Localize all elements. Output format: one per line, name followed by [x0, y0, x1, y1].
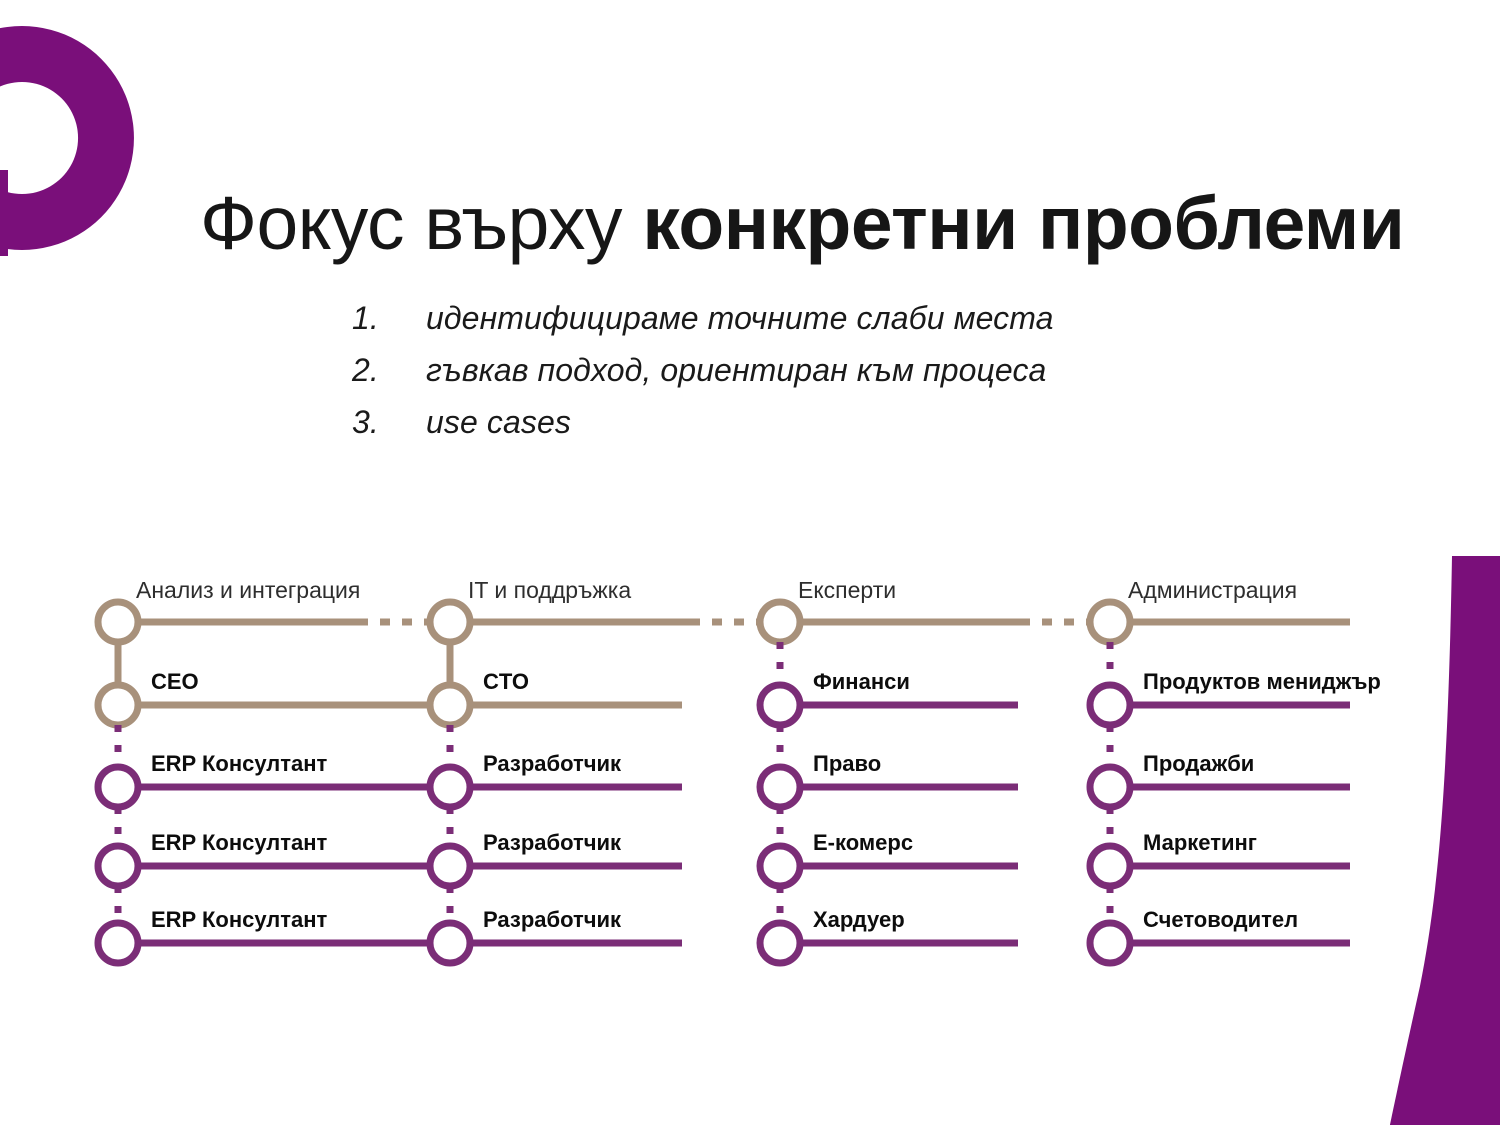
diagram-column-header: Анализ и интеграция — [136, 577, 361, 603]
diagram-node-label: CEO — [151, 669, 199, 694]
diagram-node-label: Продуктов мениджър — [1143, 669, 1381, 694]
diagram-node-label: ERP Консултант — [151, 907, 328, 932]
diagram-node-label: Разработчик — [483, 830, 622, 855]
diagram-node-label: CTO — [483, 669, 530, 694]
list-item: 3. use cases — [352, 404, 1252, 441]
diagram-node-label: Право — [813, 751, 882, 776]
diagram-node-label: Счетоводител — [1143, 907, 1299, 932]
list-item-text: гъвкав подход, ориентиран към процеса — [426, 352, 1047, 388]
diagram-node-label: Продажби — [1143, 751, 1255, 776]
diagram-column-header: IT и поддръжка — [468, 577, 632, 603]
diagram-node-label: ERP Консултант — [151, 751, 328, 776]
list-item-number: 2. — [352, 352, 379, 388]
page-title: Фокус върху конкретни проблеми — [200, 184, 1440, 264]
diagram-node-label: Е-комерс — [813, 830, 914, 855]
list-item-text: use cases — [426, 404, 571, 440]
list-item-number: 1. — [352, 300, 379, 336]
diagram-node-label: Маркетинг — [1143, 830, 1257, 855]
list-item-number: 3. — [352, 404, 379, 440]
list-item: 1. идентифицираме точните слаби места — [352, 300, 1252, 337]
diagram-node-label: ERP Консултант — [151, 830, 328, 855]
list-item: 2. гъвкав подход, ориентиран към процеса — [352, 352, 1252, 389]
page-title-regular: Фокус върху — [200, 181, 643, 266]
numbered-list: 1. идентифицираме точните слаби места 2.… — [352, 300, 1252, 456]
diagram-node-label: Разработчик — [483, 751, 622, 776]
diagram-node-label: Разработчик — [483, 907, 622, 932]
page-title-bold: конкретни проблеми — [642, 181, 1405, 266]
diagram-node-label: Хардуер — [813, 907, 905, 932]
diagram-node-label: Финанси — [813, 669, 910, 694]
diagram-column-header: Администрация — [1128, 577, 1298, 603]
diagram-column-header: Експерти — [798, 577, 897, 603]
list-item-text: идентифицираме точните слаби места — [426, 300, 1054, 336]
